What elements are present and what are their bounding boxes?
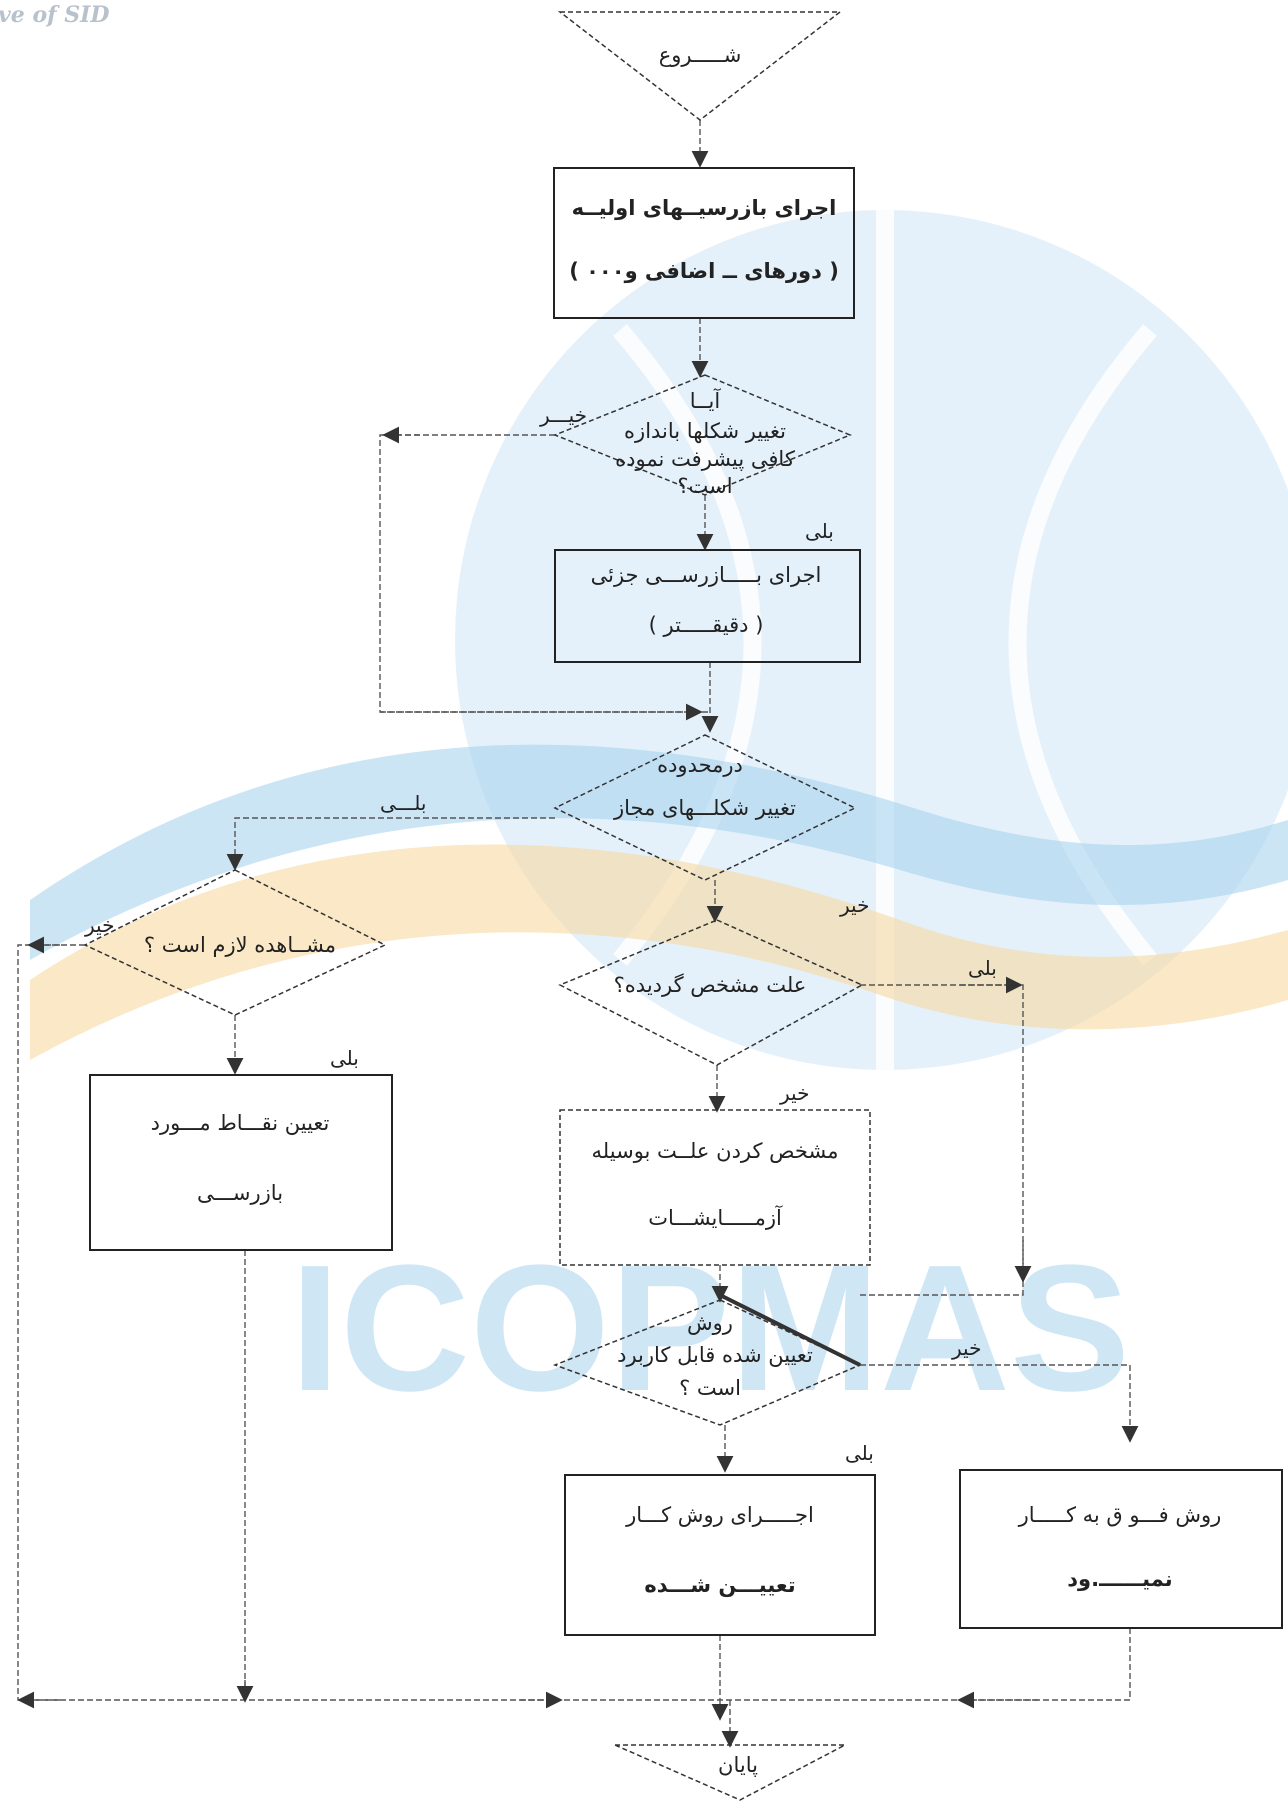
watermark-text: ve of SID bbox=[0, 2, 110, 28]
edge-notused-to-merge bbox=[960, 1628, 1130, 1700]
initial-inspection-line2: ( دورهای ــ اضافی و۰۰۰ ) bbox=[569, 259, 839, 283]
start-terminal: شـــــروع bbox=[560, 12, 840, 120]
determine-points-line1: تعیین نقـــاط مـــورد bbox=[151, 1111, 330, 1135]
start-label: شـــــروع bbox=[659, 43, 742, 67]
decision-within-limits-line2: تغییر شکلـــهای مجاز bbox=[613, 796, 796, 820]
identify-cause-line1: مشخص کردن علــت بوسیله bbox=[592, 1139, 839, 1163]
end-label: پایان bbox=[718, 1753, 758, 1777]
decision-change-progress-line1: آیــا bbox=[690, 388, 722, 413]
decision-change-progress-line2: تغییر شکلها باندازه bbox=[624, 419, 786, 443]
label-observation-yes: بلی bbox=[330, 1046, 359, 1070]
method-not-used-box: روش فـــو ق به کـــــار نمیــــــ.ود bbox=[960, 1470, 1282, 1628]
detailed-inspection-line2: ( دقیقـــــتر ) bbox=[649, 613, 764, 637]
decision-method-applicable-line3: است ؟ bbox=[679, 1376, 741, 1400]
decision-change-progress-line4: است؟ bbox=[677, 474, 732, 498]
decision-observation-needed-line1: مشــاهده لازم است ؟ bbox=[144, 933, 336, 957]
execute-method-line2: تعییـــن شـــده bbox=[644, 1573, 795, 1597]
label-limits-no: خیر bbox=[839, 893, 869, 917]
label-cause-yes: بلی bbox=[968, 956, 997, 980]
decision-method-applicable-line2: تعیین شده قابل کاربرد bbox=[617, 1343, 813, 1367]
determine-points-box: تعیین نقـــاط مـــورد بازرســـی bbox=[90, 1075, 392, 1250]
label-cause-no: خیر bbox=[779, 1081, 809, 1105]
label-progress-no: خیـــر bbox=[539, 403, 587, 427]
method-not-used-rect bbox=[960, 1470, 1282, 1628]
method-not-used-line2: نمیــــــ.ود bbox=[1067, 1567, 1172, 1591]
execute-method-line1: اجـــــرای روش کـــار bbox=[625, 1503, 814, 1527]
end-terminal: پایان bbox=[615, 1745, 845, 1800]
decision-method-applicable-line1: روش bbox=[687, 1311, 733, 1335]
determine-points-rect bbox=[90, 1075, 392, 1250]
identify-cause-line2: آزمـــــایشـــات bbox=[648, 1205, 783, 1230]
execute-method-box: اجـــــرای روش کـــار تعییـــن شـــده bbox=[565, 1475, 875, 1635]
label-method-yes: بلی bbox=[845, 1441, 874, 1465]
method-not-used-line1: روش فـــو ق به کـــــار bbox=[1018, 1503, 1222, 1527]
decision-cause-identified-line1: علت مشخص گردیده؟ bbox=[614, 973, 807, 997]
decision-within-limits-line1: درمحدوده bbox=[657, 753, 743, 777]
decision-change-progress-line3: کافی پیشرفت نموده bbox=[615, 447, 795, 471]
determine-points-line2: بازرســـی bbox=[197, 1181, 283, 1205]
label-limits-yes: بلـــی bbox=[380, 791, 426, 815]
label-observation-no: خیر bbox=[84, 913, 114, 937]
initial-inspection-line1: اجرای بازرسیــهای اولیــه bbox=[572, 196, 837, 220]
label-method-no: خیر bbox=[951, 1336, 981, 1360]
label-progress-yes: بلی bbox=[805, 519, 834, 543]
detailed-inspection-line1: اجرای بـــــازرســـی جزئی bbox=[591, 563, 822, 587]
execute-method-rect bbox=[565, 1475, 875, 1635]
